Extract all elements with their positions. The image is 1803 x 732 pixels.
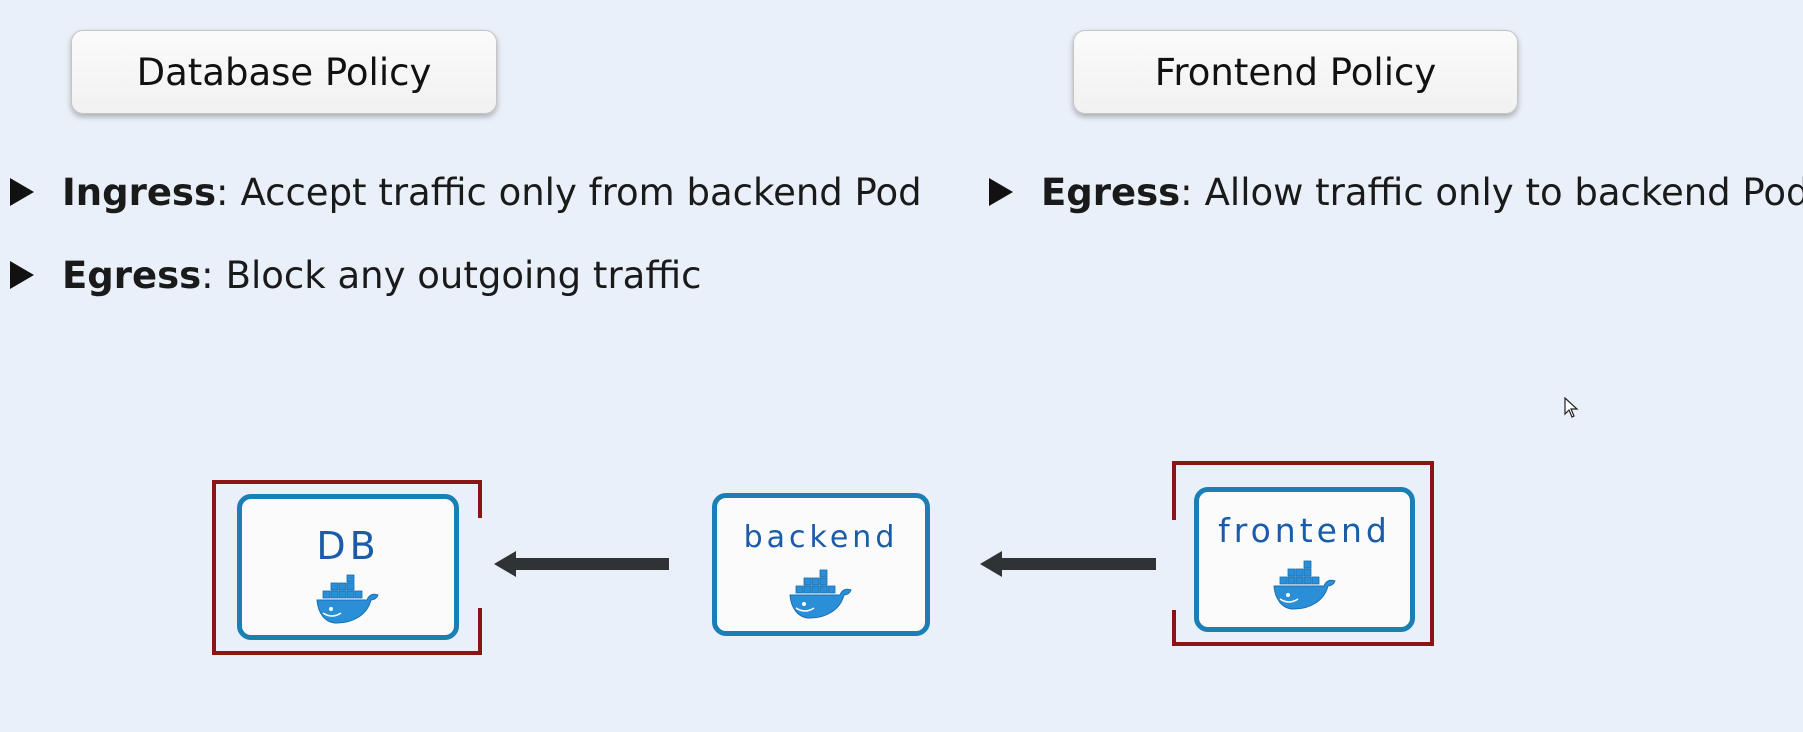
rule-separator: : — [215, 170, 229, 214]
rule-description: Block any outgoing traffic — [225, 253, 702, 297]
frontend-to-backend-arrowhead-icon — [980, 551, 1002, 577]
rule-separator: : — [201, 253, 214, 297]
frontend-to-backend-arrow-shaft — [1000, 558, 1156, 570]
frontend-egress-rule: Egress: Allow traffic only to backend Po… — [989, 167, 1803, 217]
backend-pod-label: backend — [743, 520, 899, 555]
backend-pod: backend — [712, 493, 930, 636]
rule-separator: : — [1180, 170, 1193, 214]
bracket-gap — [476, 518, 486, 608]
bullet-arrow-icon — [10, 178, 34, 206]
mouse-pointer-icon — [1564, 397, 1579, 418]
rule-keyword: Ingress — [62, 170, 216, 214]
bullet-arrow-icon — [10, 261, 34, 289]
database-ingress-rule: Ingress: Accept traffic only from backen… — [10, 167, 922, 217]
backend-to-db-arrow-shaft — [514, 558, 669, 570]
rule-description: Accept traffic only from backend Pod — [240, 170, 922, 214]
bullet-arrow-icon — [989, 178, 1013, 206]
bracket-gap — [1168, 520, 1178, 610]
rule-keyword: Egress — [62, 253, 202, 297]
rule-keyword: Egress — [1041, 170, 1181, 214]
docker-whale-icon — [316, 574, 379, 624]
frontend-policy-title: Frontend Policy — [1073, 30, 1518, 114]
db-pod: DB — [237, 494, 459, 640]
db-pod-label: DB — [316, 524, 380, 568]
rule-description: Allow traffic only to backend Pod — [1204, 170, 1803, 214]
frontend-pod: frontend — [1194, 487, 1415, 632]
backend-to-db-arrowhead-icon — [494, 551, 516, 577]
database-policy-title: Database Policy — [71, 30, 497, 114]
docker-whale-icon — [789, 569, 852, 619]
database-egress-rule: Egress: Block any outgoing traffic — [10, 250, 701, 300]
docker-whale-icon — [1272, 560, 1336, 610]
frontend-pod-label: frontend — [1218, 511, 1391, 550]
